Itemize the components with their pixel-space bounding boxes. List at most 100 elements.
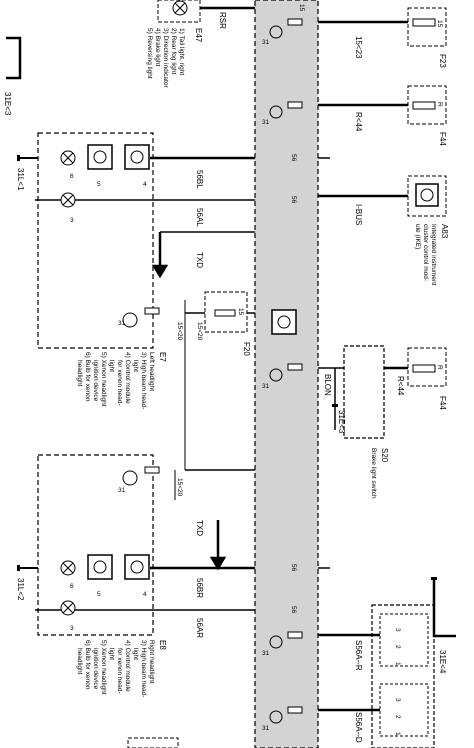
e47-item-3: 3) Direction indicator: [162, 28, 169, 88]
a83-item-2: ule (IKE): [414, 224, 421, 249]
e7-item-6: 5) Xenon headlight: [100, 352, 107, 407]
central-module: [254, 0, 319, 748]
driver-row: 31: [262, 101, 303, 126]
driver-31-pin-e: 31: [262, 725, 270, 732]
e7-item-7: ignition device: [92, 360, 99, 402]
e7-item-3: 4) Control module: [124, 352, 131, 404]
e47-id: E47: [194, 28, 203, 43]
bulb-icon: [60, 150, 76, 166]
control-module-icon: [124, 144, 150, 170]
e7-item-8: 6) Bulb for xenon: [84, 352, 91, 402]
signal-txd-1: TXD: [195, 252, 204, 268]
bulb-icon: [60, 560, 76, 576]
e7-item-1: 3) High beam head-: [140, 352, 147, 409]
e7-id: E7: [158, 352, 167, 362]
signal-15-20-a: 15<20: [176, 322, 183, 341]
switch-pin-1a: 1: [394, 662, 401, 666]
switch-pin-3b: 3: [394, 698, 401, 702]
e8-pin-5: 5: [97, 591, 101, 598]
e7-pin-6: 6: [70, 173, 74, 180]
driver-row: 31: [262, 706, 303, 732]
control-module-icon: [87, 144, 113, 170]
fuse-f23: 15 F23: [407, 7, 447, 68]
signal-s56a-d: S56A--D: [354, 712, 363, 743]
e47-item-2: 2) Rear fog light: [170, 28, 177, 74]
e7-pin-5: 5: [97, 181, 101, 188]
e8-item-7: ignition device: [92, 648, 99, 690]
e7-item-5: light: [108, 360, 115, 372]
e7-item-0: Left headlight: [148, 352, 155, 391]
signal-56ar: 56AR: [195, 618, 204, 638]
signal-r44-b: R<44: [396, 376, 405, 396]
e7-pin-31: 31: [118, 320, 126, 327]
component-bottom-partial: [127, 737, 179, 748]
f23-id: F23: [438, 54, 447, 68]
connector-31e4: 31E<4: [431, 577, 456, 674]
signal-ibus: I-BUS: [354, 204, 363, 225]
driver-56-pin-a: 56: [290, 154, 297, 162]
connector-31l2: 31L<2: [16, 565, 38, 601]
s20-id: S20: [380, 448, 389, 463]
e7-item-9: headlight: [76, 360, 83, 387]
fuse-f44-bottom: R F44: [407, 347, 447, 410]
signal-s56a-r: S56A--R: [354, 640, 363, 671]
e7-pin-4: 4: [143, 181, 147, 188]
driver-row: 56 56: [290, 154, 297, 204]
driver-row: 31: [262, 363, 303, 390]
bulb-icon: [60, 600, 76, 616]
f44-top-pin: R: [436, 102, 443, 107]
e7-pin-3: 3: [70, 217, 74, 224]
e8-item-3: 4) Control module: [124, 640, 131, 692]
connector-31e3-label: 31E<3: [3, 92, 12, 116]
f20-id: F20: [242, 342, 251, 356]
driver-56-pin-b: 56: [290, 196, 297, 204]
driver-row: [271, 309, 297, 335]
driver-31-pin-a: 31: [262, 39, 270, 46]
signal-56bl: 56BL: [195, 170, 204, 189]
fuse-f44-top: R F44: [407, 85, 447, 146]
e7-item-4: for xenon head-: [116, 360, 123, 406]
e8-pin-31: 31: [118, 487, 126, 494]
e8-pin-6: 6: [70, 583, 74, 590]
e8-item-8: 6) Bulb for xenon: [84, 640, 91, 690]
e7-item-2: light: [132, 360, 139, 372]
connector-31e3-mid: 31E<3: [332, 404, 346, 434]
e47-item-5: 5) Reversing light: [146, 28, 153, 79]
e8-item-1: 3) High beam head-: [140, 640, 147, 697]
switch-pin-2a: 2: [394, 645, 401, 649]
driver-31-pin-c: 31: [262, 383, 270, 390]
s20-name: Brake light switch: [370, 448, 377, 499]
driver-31-pin-d: 31: [262, 650, 270, 657]
a83-item-0: Integrated instrument: [430, 224, 437, 286]
connector-31l2-label: 31L<2: [16, 578, 25, 601]
e8-item-0: Right headlight: [148, 640, 155, 684]
signal-56br: 56BR: [195, 578, 204, 598]
fuse-f20: 15 F20: [204, 291, 251, 356]
signal-r44: R<44: [354, 112, 363, 132]
switch-pin-2b: 2: [394, 715, 401, 719]
e8-item-9: headlight: [76, 648, 83, 675]
driver-56-pin-c: 56: [290, 564, 297, 572]
e47-item-1: 1) Tail light, right: [178, 28, 185, 75]
e8-id: E8: [158, 640, 167, 650]
f23-pin: 15: [436, 20, 443, 28]
switch-pin-1b: 1: [394, 732, 401, 736]
connector-31e3-mid-label: 31E<3: [337, 410, 346, 434]
a83-item-1: cluster control mod-: [422, 224, 429, 281]
driver-15-pin: 15: [298, 4, 305, 12]
e47-item-4: 4) Brake light: [154, 28, 161, 66]
switch-s20: S20 Brake light switch: [343, 345, 389, 499]
f44-bottom-id: F44: [438, 396, 447, 410]
e8-pin-3: 3: [70, 625, 74, 632]
component-e47: E47 1) Tail light, right 2) Rear fog lig…: [146, 0, 203, 88]
connector-31l1-label: 31L<1: [16, 168, 25, 191]
txd-arrows: [151, 232, 227, 571]
e8-item-4: for xenon head-: [116, 648, 123, 694]
component-e7: 6 3 5 4 31 E7 Left headlight 3) High bea…: [37, 132, 167, 409]
e8-item-6: 5) Xenon headlight: [100, 640, 107, 695]
connector-31l1: 31L<1: [16, 155, 38, 191]
signal-15-20-b: 15<20: [196, 322, 203, 341]
a83-id: A83: [440, 224, 449, 239]
driver-row: 31: [262, 631, 303, 657]
